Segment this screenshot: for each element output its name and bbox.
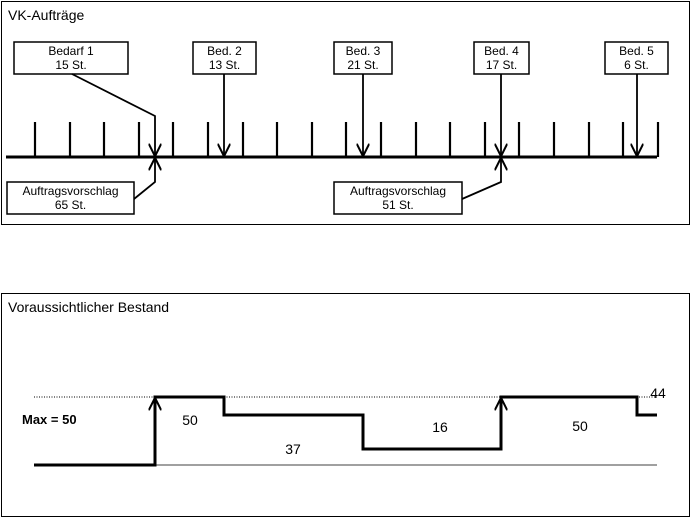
level-value-3: 16 <box>432 419 448 435</box>
demand-box-1: Bedarf 1 15 St. <box>13 41 129 75</box>
demand-1-qty: 15 St. <box>55 58 86 72</box>
orders-panel: VK-Aufträge <box>1 1 690 225</box>
demand-1-name: Bedarf 1 <box>48 44 94 58</box>
proposal-2-name: Auftragsvorschlag <box>350 184 446 198</box>
demand-4-name: Bed. 4 <box>484 44 519 58</box>
inventory-panel: Voraussichtlicher Bestand <box>1 293 690 517</box>
demand-3-qty: 21 St. <box>347 58 378 72</box>
max-label: Max = 50 <box>22 412 77 427</box>
proposal-box-2: Auftragsvorschlag 51 St. <box>333 181 463 215</box>
level-value-4: 50 <box>572 418 588 434</box>
proposal-1-name: Auftragsvorschlag <box>22 184 118 198</box>
demand-box-5: Bed. 5 6 St. <box>604 41 669 75</box>
proposal-1-qty: 65 St. <box>55 198 86 212</box>
demand-5-name: Bed. 5 <box>619 44 654 58</box>
demand-4-qty: 17 St. <box>486 58 517 72</box>
demand-2-qty: 13 St. <box>209 58 240 72</box>
demand-2-name: Bed. 2 <box>207 44 242 58</box>
demand-box-4: Bed. 4 17 St. <box>473 41 530 75</box>
level-value-2: 37 <box>285 441 301 457</box>
demand-5-qty: 6 St. <box>624 58 649 72</box>
proposal-2-qty: 51 St. <box>382 198 413 212</box>
proposal-box-1: Auftragsvorschlag 65 St. <box>6 181 135 215</box>
inventory-step-line <box>34 395 657 467</box>
level-value-1: 50 <box>182 412 198 428</box>
level-value-5: 44 <box>650 385 666 401</box>
demand-box-3: Bed. 3 21 St. <box>333 41 393 75</box>
orders-panel-title: VK-Aufträge <box>8 7 85 23</box>
demand-box-2: Bed. 2 13 St. <box>192 41 257 75</box>
proposal-arrow-2 <box>461 159 501 200</box>
timeline-ticks <box>33 122 660 157</box>
demand-3-name: Bed. 3 <box>346 44 381 58</box>
demand-arrow-1 <box>71 73 155 155</box>
inventory-panel-title: Voraussichtlicher Bestand <box>8 299 170 315</box>
proposal-arrow-1 <box>133 159 155 200</box>
